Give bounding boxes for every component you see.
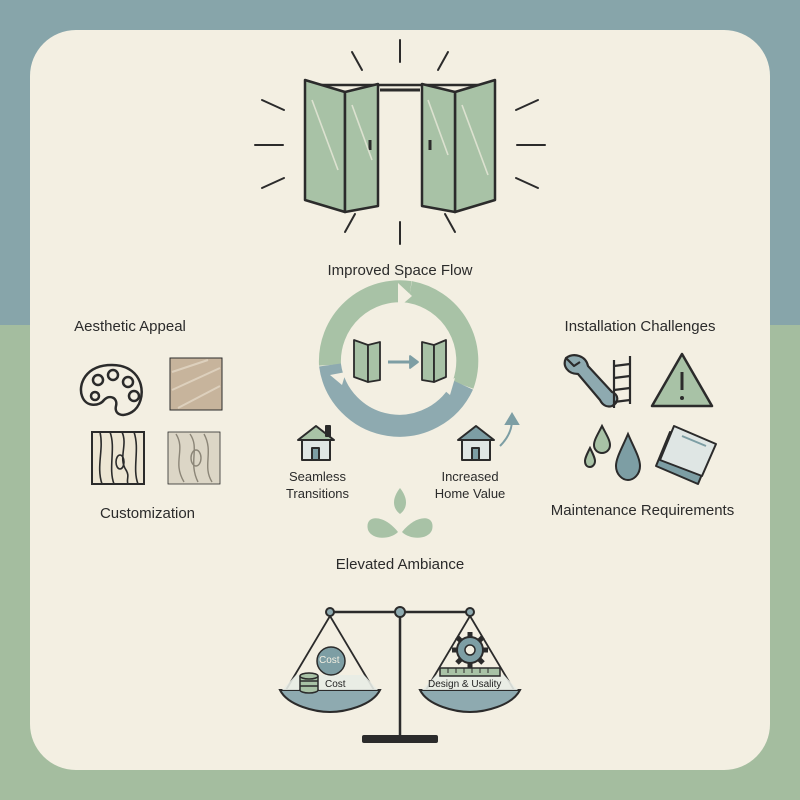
- palette-icon: [79, 363, 143, 417]
- folding-door-icon: [303, 78, 497, 214]
- wrench-icon: [563, 354, 619, 408]
- label-installation-challenges: Installation Challenges: [564, 318, 716, 335]
- warning-icon: [650, 352, 714, 408]
- label-aesthetic-appeal: Aesthetic Appeal: [74, 318, 186, 335]
- label-elevated-ambiance: Elevated Ambiance: [335, 556, 465, 573]
- door-glow-rays: [254, 39, 546, 245]
- left-pan-cost-label: Cost: [325, 679, 346, 690]
- wood-texture-icon: [91, 357, 223, 485]
- label-increased-home-value: Increased Home Value: [434, 469, 506, 501]
- label-maintenance-requirements: Maintenance Requirements: [550, 502, 735, 519]
- cleaning-cloth-icon: [655, 425, 717, 485]
- open-door-arrow-icon: [353, 339, 447, 383]
- label-customization: Customization: [99, 505, 196, 522]
- house-icon: [297, 425, 335, 461]
- balance-scale-icon: [278, 606, 522, 743]
- coin-cost-label: Cost: [319, 655, 340, 666]
- label-improved-space-flow: Improved Space Flow: [327, 262, 473, 279]
- water-drop-icon: [583, 423, 642, 482]
- coin-stack-icon: [299, 672, 319, 694]
- label-seamless-transitions: Seamless Transitions: [285, 469, 350, 501]
- ruler-icon: [439, 667, 501, 677]
- leaf-sprout-icon: [367, 488, 433, 538]
- cycle-ring: [318, 280, 479, 437]
- cost-coin-icon: [316, 646, 346, 676]
- gear-icon: [452, 632, 488, 668]
- ladder-icon: [612, 356, 632, 408]
- house-icon: [457, 425, 495, 461]
- upward-arrow-icon: [499, 412, 520, 447]
- right-pan-design-label: Design & Usality: [428, 679, 502, 690]
